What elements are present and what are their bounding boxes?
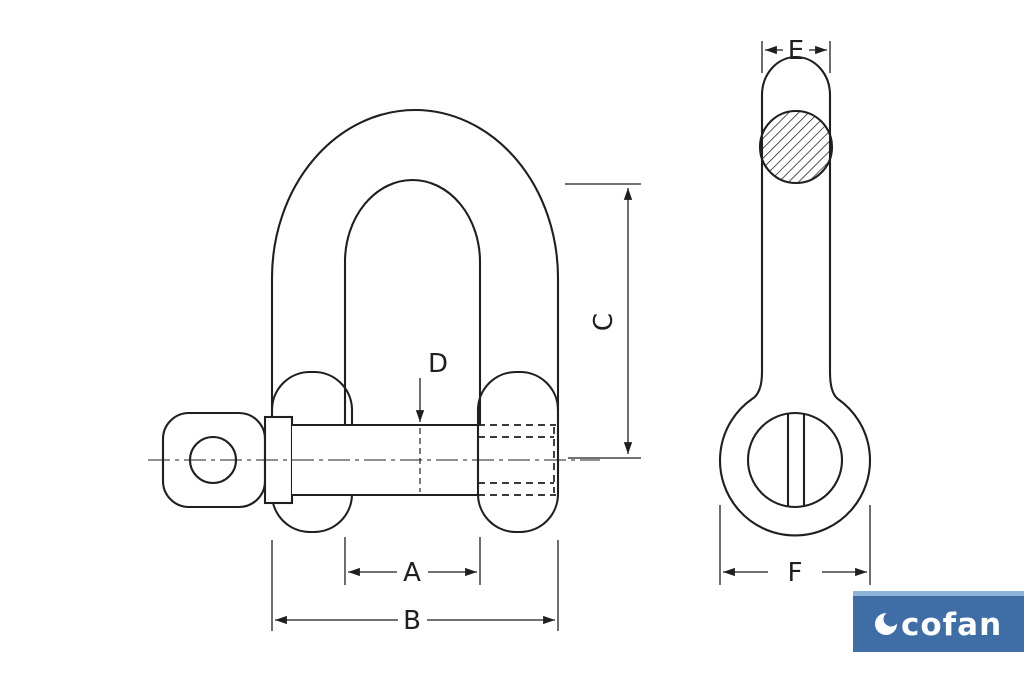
dim-e-label: E (788, 36, 804, 66)
side-profile-outline (718, 55, 872, 537)
logo-wordmark: cofan (901, 607, 1002, 643)
dim-d-label: D (428, 349, 448, 379)
dim-c-extension-lines (565, 183, 641, 459)
dim-b-extension-lines (271, 540, 559, 631)
bow-cross-section-hatched (758, 109, 834, 185)
front-view (148, 109, 600, 534)
eye-pin-circle (746, 411, 844, 509)
dim-f-label: F (788, 558, 803, 588)
side-view (718, 55, 872, 537)
pin-thread-hidden-lines (478, 424, 556, 496)
bow-outer-outline (270, 109, 560, 412)
dimension-callouts: C D A B E F (271, 36, 871, 636)
dim-a-label: A (403, 558, 421, 588)
logo-crescent-cutout (883, 611, 899, 627)
brand-logo: cofan (853, 591, 1024, 652)
bow-inner-outline (343, 179, 482, 427)
logo-top-stripe (853, 591, 1024, 596)
dim-b-label: B (403, 606, 421, 636)
dim-a-extension-lines (344, 537, 481, 585)
dim-e-extension-ticks (761, 41, 831, 73)
dim-f-extension-lines (719, 505, 871, 585)
pin-screw-slot (786, 412, 806, 508)
dim-c-label: C (589, 313, 619, 331)
